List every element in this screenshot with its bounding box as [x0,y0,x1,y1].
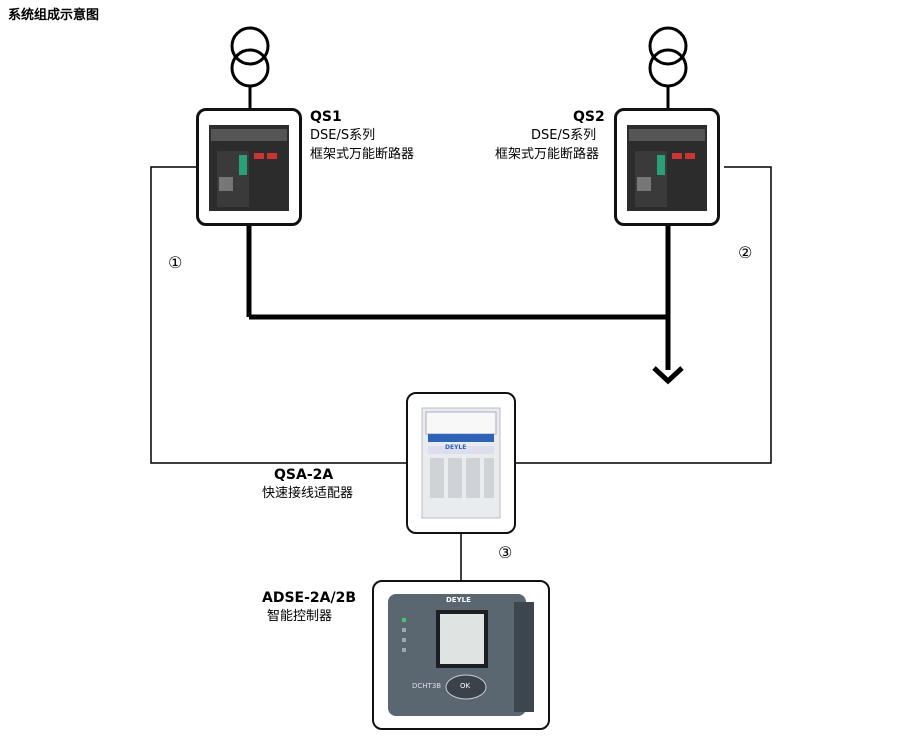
controller-box: DEYLE DCHT3B OK [372,580,550,730]
adapter-box: DEYLE [406,392,516,534]
breaker-qs2-box [614,108,720,226]
diagram-title: 系统组成示意图 [8,8,100,23]
breaker-qs1-image [209,125,289,211]
qs2-name: QS2 [573,109,605,125]
busbar [246,225,671,370]
controller-desc: 智能控制器 [267,609,333,624]
marker-3: ③ [498,543,513,562]
output-arrow-icon [652,366,684,385]
marker-1: ① [168,253,183,272]
transformer-1-icon [230,26,270,110]
controller-model: DCHT3B [412,682,442,690]
breaker-qs1-box [196,108,302,226]
adapter-desc: 快速接线适配器 [262,486,354,501]
qs2-desc: 框架式万能断路器 [495,147,600,162]
marker-2: ② [738,243,753,262]
controller-image [388,594,534,716]
controller-ok-button: OK [460,682,471,690]
qs2-series: DSE/S系列 [531,128,597,143]
controller-name: ADSE-2A/2B [262,590,357,606]
qs1-series: DSE/S系列 [310,128,376,143]
adapter-brand: DEYLE [445,444,467,451]
controller-brand: DEYLE [446,596,471,604]
adapter-name: QSA-2A [274,467,334,483]
adapter-image [421,407,501,519]
transformer-2-icon [648,26,688,110]
breaker-qs2-image [627,125,707,211]
qs1-desc: 框架式万能断路器 [310,147,415,162]
qs1-name: QS1 [310,109,342,125]
signal-lines [150,166,772,580]
